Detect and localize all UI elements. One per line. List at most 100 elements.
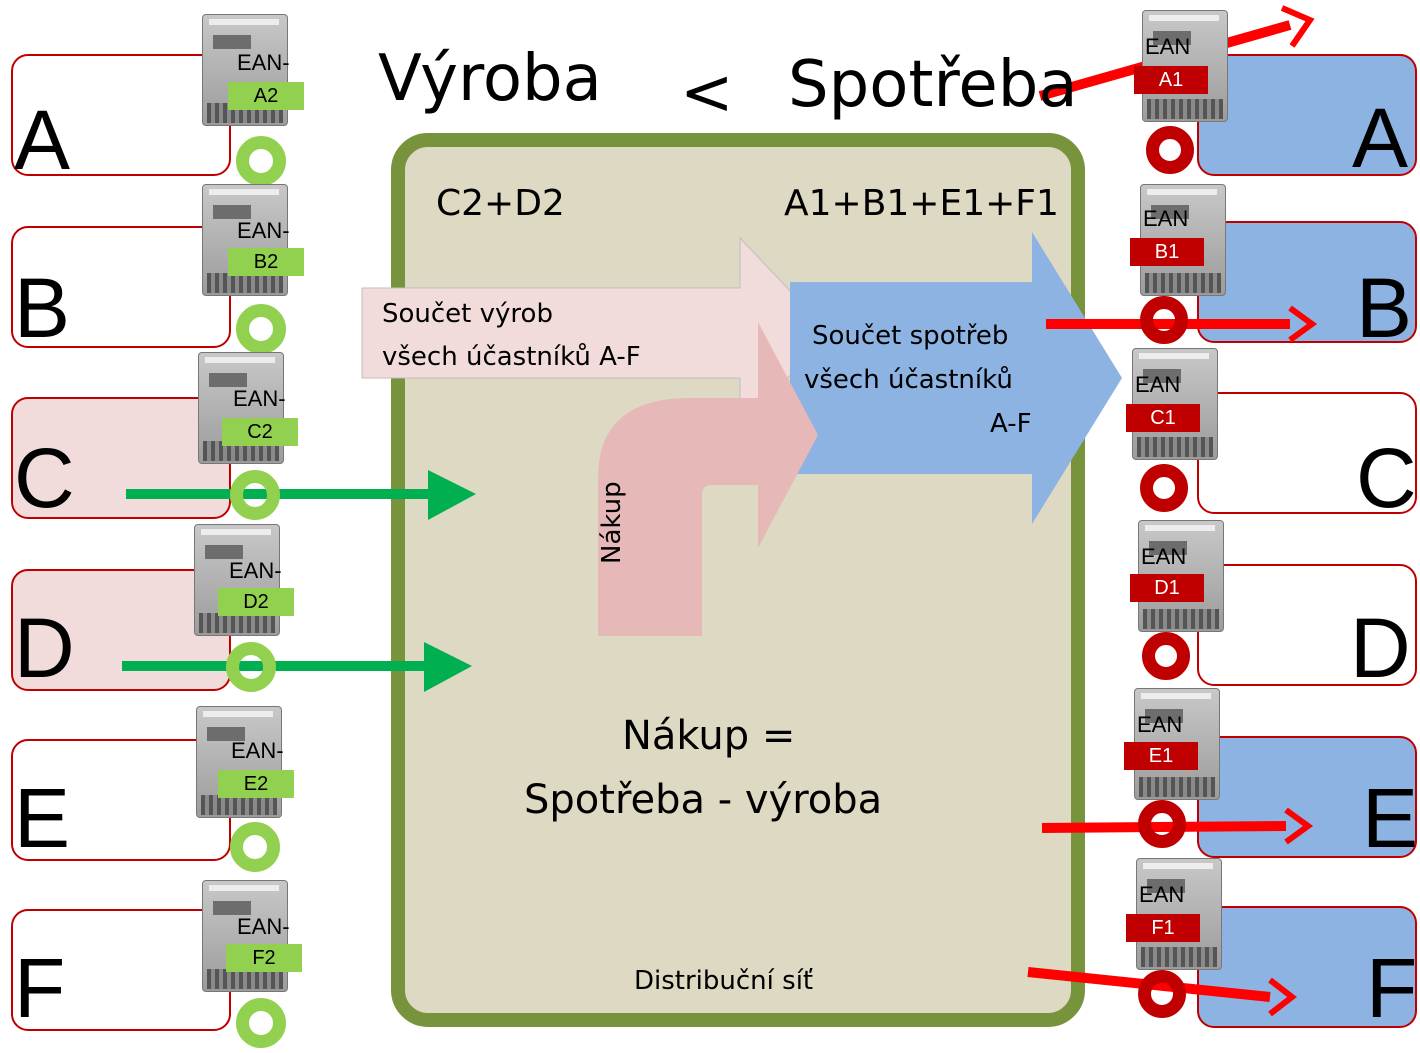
network-label: Distribuční síť	[634, 966, 814, 996]
ean-tag-a2: A2	[228, 82, 304, 110]
meter-terminals	[1137, 437, 1213, 457]
production-sum-label: C2+D2	[436, 183, 565, 224]
production-meter-e: EAN-	[196, 706, 284, 818]
meter-ean-label: EAN	[1141, 544, 1187, 569]
right-letter-c: C	[1356, 431, 1417, 525]
ean-tag-c1: C1	[1126, 404, 1200, 432]
consumption-ring-c	[1140, 464, 1188, 512]
production-ring-e	[230, 822, 280, 872]
ean-tag-c2: C2	[222, 418, 298, 446]
consumption-arrow-line1: Součet spotřeb	[812, 321, 1009, 351]
meter-display	[1143, 369, 1181, 383]
meter-display	[207, 727, 245, 741]
distribution-grid	[391, 133, 1085, 1027]
production-arrow-line2: všech účastníků A-F	[382, 342, 641, 372]
right-letter-d: D	[1350, 601, 1411, 695]
left-letter-e: E	[14, 771, 71, 865]
meter-ean-label: EAN-	[237, 218, 290, 243]
meter-ean-label: EAN-	[237, 50, 290, 75]
meter-ean-label: EAN	[1139, 882, 1185, 907]
meter-header	[203, 711, 273, 717]
formula-line1: Nákup =	[622, 713, 796, 759]
consumption-sum-label: A1+B1+E1+F1	[784, 183, 1059, 224]
meter-ean-label: EAN	[1143, 206, 1189, 231]
meter-ean-label: EAN	[1135, 372, 1181, 397]
purchase-arrow	[598, 322, 818, 636]
production-ring-f	[236, 998, 286, 1048]
meter-header	[209, 189, 279, 195]
left-letter-b: B	[14, 261, 71, 355]
production-arrow-line1: Součet výrob	[382, 299, 553, 329]
production-ring-c	[230, 470, 280, 520]
meter-header	[1143, 863, 1213, 869]
meter-header	[205, 357, 275, 363]
meter-display	[213, 901, 251, 915]
meter-display	[1151, 205, 1189, 219]
meter-display	[209, 373, 247, 387]
ean-tag-a1: A1	[1134, 66, 1208, 94]
consumption-ring-b	[1140, 296, 1188, 344]
production-ring-a	[236, 136, 286, 186]
meter-display	[205, 545, 243, 559]
right-letter-e: E	[1362, 771, 1419, 865]
production-meter-f: EAN-	[202, 880, 290, 992]
left-letter-a: A	[14, 93, 71, 187]
consumption-meter-e: EAN	[1134, 688, 1220, 800]
meter-header	[1149, 15, 1219, 21]
meter-header	[1141, 693, 1211, 699]
meter-display	[213, 205, 251, 219]
ean-tag-d2: D2	[218, 588, 294, 616]
meter-terminals	[207, 969, 283, 989]
production-meter-c: EAN-	[198, 352, 286, 464]
consumption-ring-d	[1142, 632, 1190, 680]
meter-header	[209, 885, 279, 891]
meter-ean-label: EAN	[1137, 712, 1183, 737]
consumption-ring-a	[1146, 126, 1194, 174]
meter-display	[1149, 541, 1187, 555]
ean-tag-e2: E2	[218, 770, 294, 798]
left-letter-c: C	[14, 431, 75, 525]
right-letter-f: F	[1366, 941, 1418, 1035]
meter-terminals	[199, 613, 275, 633]
purchase-arrow-label: Nákup	[597, 481, 627, 564]
meter-ean-label: EAN-	[229, 558, 282, 583]
right-letter-b: B	[1356, 261, 1413, 355]
meter-ean-label: EAN-	[233, 386, 286, 411]
title-consumption: Spotřeba	[788, 48, 1078, 122]
consumption-arrow	[790, 232, 1122, 524]
meter-header	[201, 529, 271, 535]
meter-header	[1145, 525, 1215, 531]
ean-tag-b2: B2	[228, 248, 304, 276]
meter-display	[1147, 879, 1185, 893]
meter-display	[213, 35, 251, 49]
meter-terminals	[1141, 947, 1217, 967]
meter-display	[1145, 709, 1183, 723]
consumption-arrow-line2: všech účastníků	[804, 365, 1013, 395]
meter-ean-label: EAN	[1145, 34, 1191, 59]
right-boxes	[1197, 54, 1417, 1028]
meter-terminals	[207, 273, 283, 293]
meter-terminals	[1147, 99, 1223, 119]
meter-terminals	[1139, 777, 1215, 797]
meter-terminals	[1143, 609, 1219, 629]
meter-display	[1153, 31, 1191, 45]
meter-terminals	[201, 795, 277, 815]
meter-terminals	[203, 441, 279, 461]
ean-tag-b1: B1	[1130, 238, 1204, 266]
consumption-arrow-line3: A-F	[990, 409, 1032, 439]
production-ring-d	[226, 642, 276, 692]
ean-tag-e1: E1	[1124, 742, 1198, 770]
title-production: Výroba	[378, 42, 602, 116]
meter-ean-label: EAN-	[237, 914, 290, 939]
left-letter-d: D	[14, 601, 75, 695]
consumption-ring-e	[1138, 800, 1186, 848]
right-letter-a: A	[1352, 91, 1409, 185]
production-meter-d: EAN-	[194, 524, 282, 636]
ean-tag-d1: D1	[1130, 574, 1204, 602]
production-meter-b: EAN-	[202, 184, 290, 296]
ean-tag-f2: F2	[226, 944, 302, 972]
left-boxes	[11, 54, 231, 1031]
left-letter-f: F	[14, 941, 66, 1035]
meter-terminals	[1145, 273, 1221, 293]
